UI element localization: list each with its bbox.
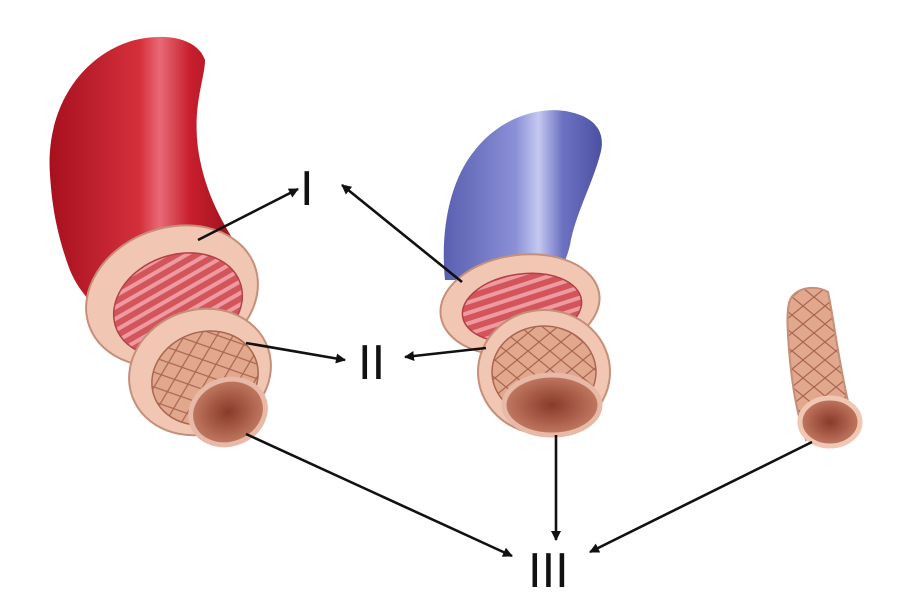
artery-lumen (188, 376, 268, 448)
arrow-capillary-to-III (589, 440, 813, 554)
vein-lumen (501, 372, 603, 438)
label-I: I (300, 162, 314, 216)
arrow-artery-to-I (197, 187, 299, 242)
vein (439, 110, 611, 438)
capillary (786, 286, 863, 449)
label-II: II (358, 336, 386, 390)
arrow-vein-to-II (404, 346, 487, 361)
pointer-arrows (197, 183, 813, 558)
arrow-artery-to-III (245, 432, 513, 558)
capillary-lumen (797, 395, 863, 449)
label-III: III (528, 544, 569, 598)
vein-outer-surface (443, 110, 602, 280)
arrow-vein-to-I (341, 183, 463, 284)
arrow-artery-to-II (245, 341, 346, 364)
artery (49, 36, 272, 448)
